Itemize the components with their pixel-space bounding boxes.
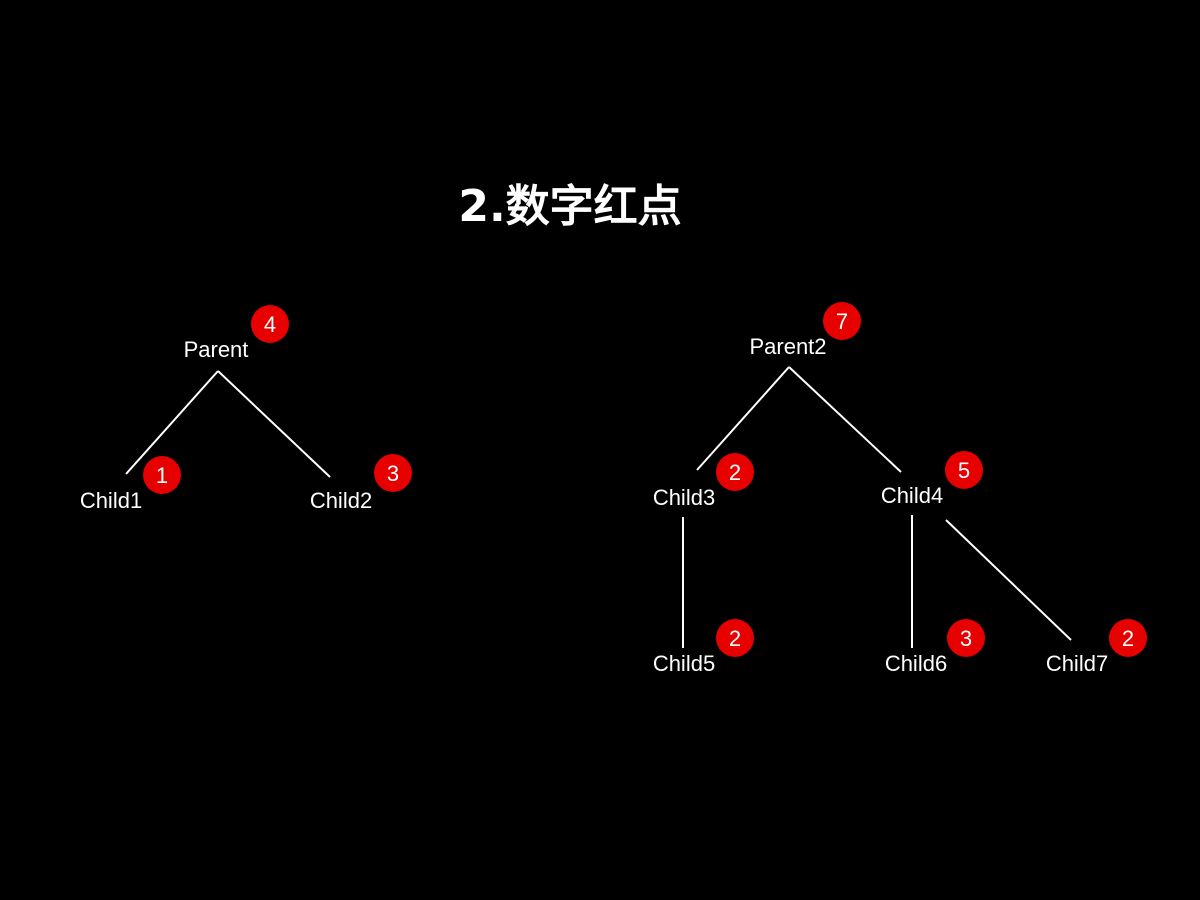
badge-count-parent2: 7	[836, 309, 848, 334]
badge-child5	[716, 619, 754, 657]
node-label-child7: Child7	[1046, 651, 1108, 676]
badge-child7	[1109, 619, 1147, 657]
badge-count-child5: 2	[729, 626, 741, 651]
badge-child2	[374, 454, 412, 492]
badge-count-child7: 2	[1122, 626, 1134, 651]
diagram-title: 2.数字红点	[458, 181, 682, 232]
node-label-parent: Parent	[184, 337, 249, 362]
node-label-child4: Child4	[881, 483, 943, 508]
badge-child1	[143, 456, 181, 494]
node-label-child3: Child3	[653, 485, 715, 510]
badge-parent	[251, 305, 289, 343]
badge-child6	[947, 619, 985, 657]
badge-count-parent: 4	[264, 312, 276, 337]
edge-child4-child7	[945, 519, 1072, 641]
edge-parent2-child4	[788, 366, 902, 473]
badge-count-child6: 3	[960, 626, 972, 651]
badge-count-child2: 3	[387, 461, 399, 486]
node-label-child2: Child2	[310, 488, 372, 513]
badge-count-child3: 2	[729, 460, 741, 485]
edge-parent-child2	[217, 370, 331, 478]
edge-parent2-child3	[696, 366, 790, 471]
badge-parent2	[823, 302, 861, 340]
badge-child3	[716, 453, 754, 491]
badge-count-child1: 1	[156, 463, 168, 488]
node-label-child6: Child6	[885, 651, 947, 676]
edge-parent-child1	[125, 370, 219, 475]
node-label-child1: Child1	[80, 488, 142, 513]
badge-child4	[945, 451, 983, 489]
badge-count-child4: 5	[958, 458, 970, 483]
node-label-parent2: Parent2	[749, 334, 826, 359]
node-label-child5: Child5	[653, 651, 715, 676]
